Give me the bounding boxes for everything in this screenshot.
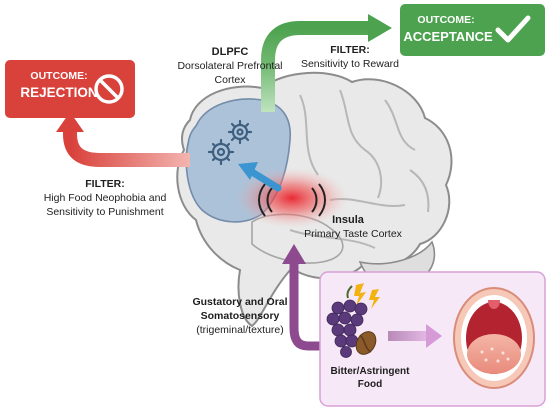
filter-reward-title: FILTER: (330, 44, 370, 56)
rejection-label: REJECTION (20, 85, 98, 100)
gustatory-line2: Somatosensory (200, 310, 280, 322)
rejection-box (5, 60, 135, 118)
gears-icon (207, 119, 253, 166)
food-to-mouth-arrow (388, 324, 442, 348)
gustatory-line1: Gustatory and Oral (192, 296, 288, 308)
dlpfc-line1: Dorsolateral Prefrontal (177, 60, 283, 72)
food-line1: Bitter/Astringent (330, 366, 410, 377)
coffee-bean-icon (355, 331, 377, 355)
filter-punishment-line1: High Food Neophobia and (43, 192, 167, 204)
lightning-icon (354, 283, 380, 309)
filter-punishment-line2: Sensitivity to Punishment (46, 206, 164, 218)
acceptance-arrow (261, 14, 392, 112)
rejection-arrow (56, 112, 190, 167)
acceptance-label: ACCEPTANCE (403, 29, 493, 44)
food-box (319, 271, 546, 407)
prohibited-icon (94, 74, 124, 104)
rejection-outcome-label: OUTCOME: (30, 70, 88, 82)
insula-text: Primary Taste Cortex (304, 228, 402, 240)
food-line2: Food (357, 379, 383, 390)
acceptance-outcome-label: OUTCOME: (417, 14, 475, 26)
dlpfc-title: DLPFC (211, 46, 249, 58)
checkmark-icon (495, 15, 531, 43)
grapes-icon (326, 285, 368, 358)
gustatory-line3: (trigeminal/texture) (196, 324, 284, 336)
gustatory-arrow (282, 244, 322, 351)
open-mouth-icon (453, 287, 535, 389)
activation-waves-icon (258, 183, 326, 217)
insula-to-dlpfc-arrow (238, 162, 282, 192)
filter-reward-text: Sensitivity to Reward (300, 58, 400, 70)
insula-title: Insula (332, 214, 364, 226)
dlpfc-line2: Cortex (214, 74, 246, 86)
acceptance-box (400, 4, 545, 56)
filter-punishment-title: FILTER: (85, 178, 125, 190)
